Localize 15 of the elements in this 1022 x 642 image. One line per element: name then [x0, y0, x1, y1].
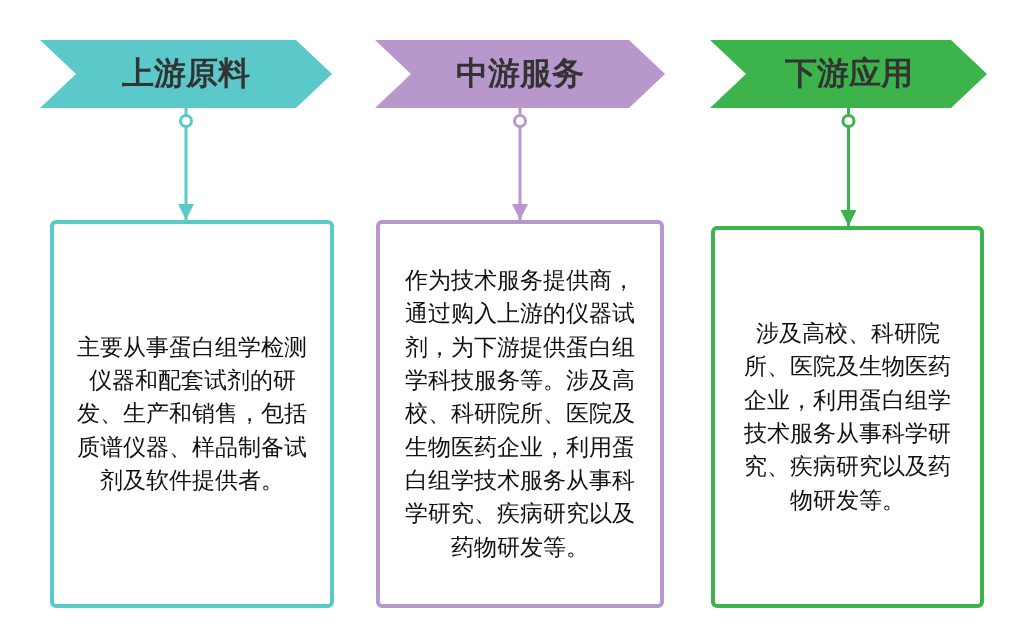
description-text: 涉及高校、科研院所、医院及生物医药企业，利用蛋白组学技术服务从事科学研究、疾病研究以及药物研发等。	[743, 318, 952, 515]
stage-title: 上游原料	[121, 53, 251, 94]
text-box	[50, 220, 334, 608]
stage-title: 下游应用	[783, 53, 914, 94]
arrow	[840, 108, 857, 226]
description-text: 作为技术服务提供商，通过购入上游的仪器试剂，为下游提供蛋白组学科技服务等。涉及高校、科研院所、医院及生物医药企业，利用蛋白组学技术服务从事科学研究、疾病研究以及药物研发等。	[404, 265, 636, 562]
arrow	[512, 108, 528, 220]
chevron-banner	[40, 40, 332, 108]
text-box	[376, 220, 664, 608]
chevron-banner	[375, 40, 665, 108]
stage-title: 中游服务	[455, 53, 585, 94]
text-box	[711, 226, 984, 608]
chevron-banner	[710, 40, 987, 108]
arrow	[178, 108, 194, 220]
description-text: 主要从事蛋白组学检测仪器和配套试剂的研发、生产和销售，包括质谱仪器、样品制备试剂及软件提供者。	[76, 332, 308, 495]
